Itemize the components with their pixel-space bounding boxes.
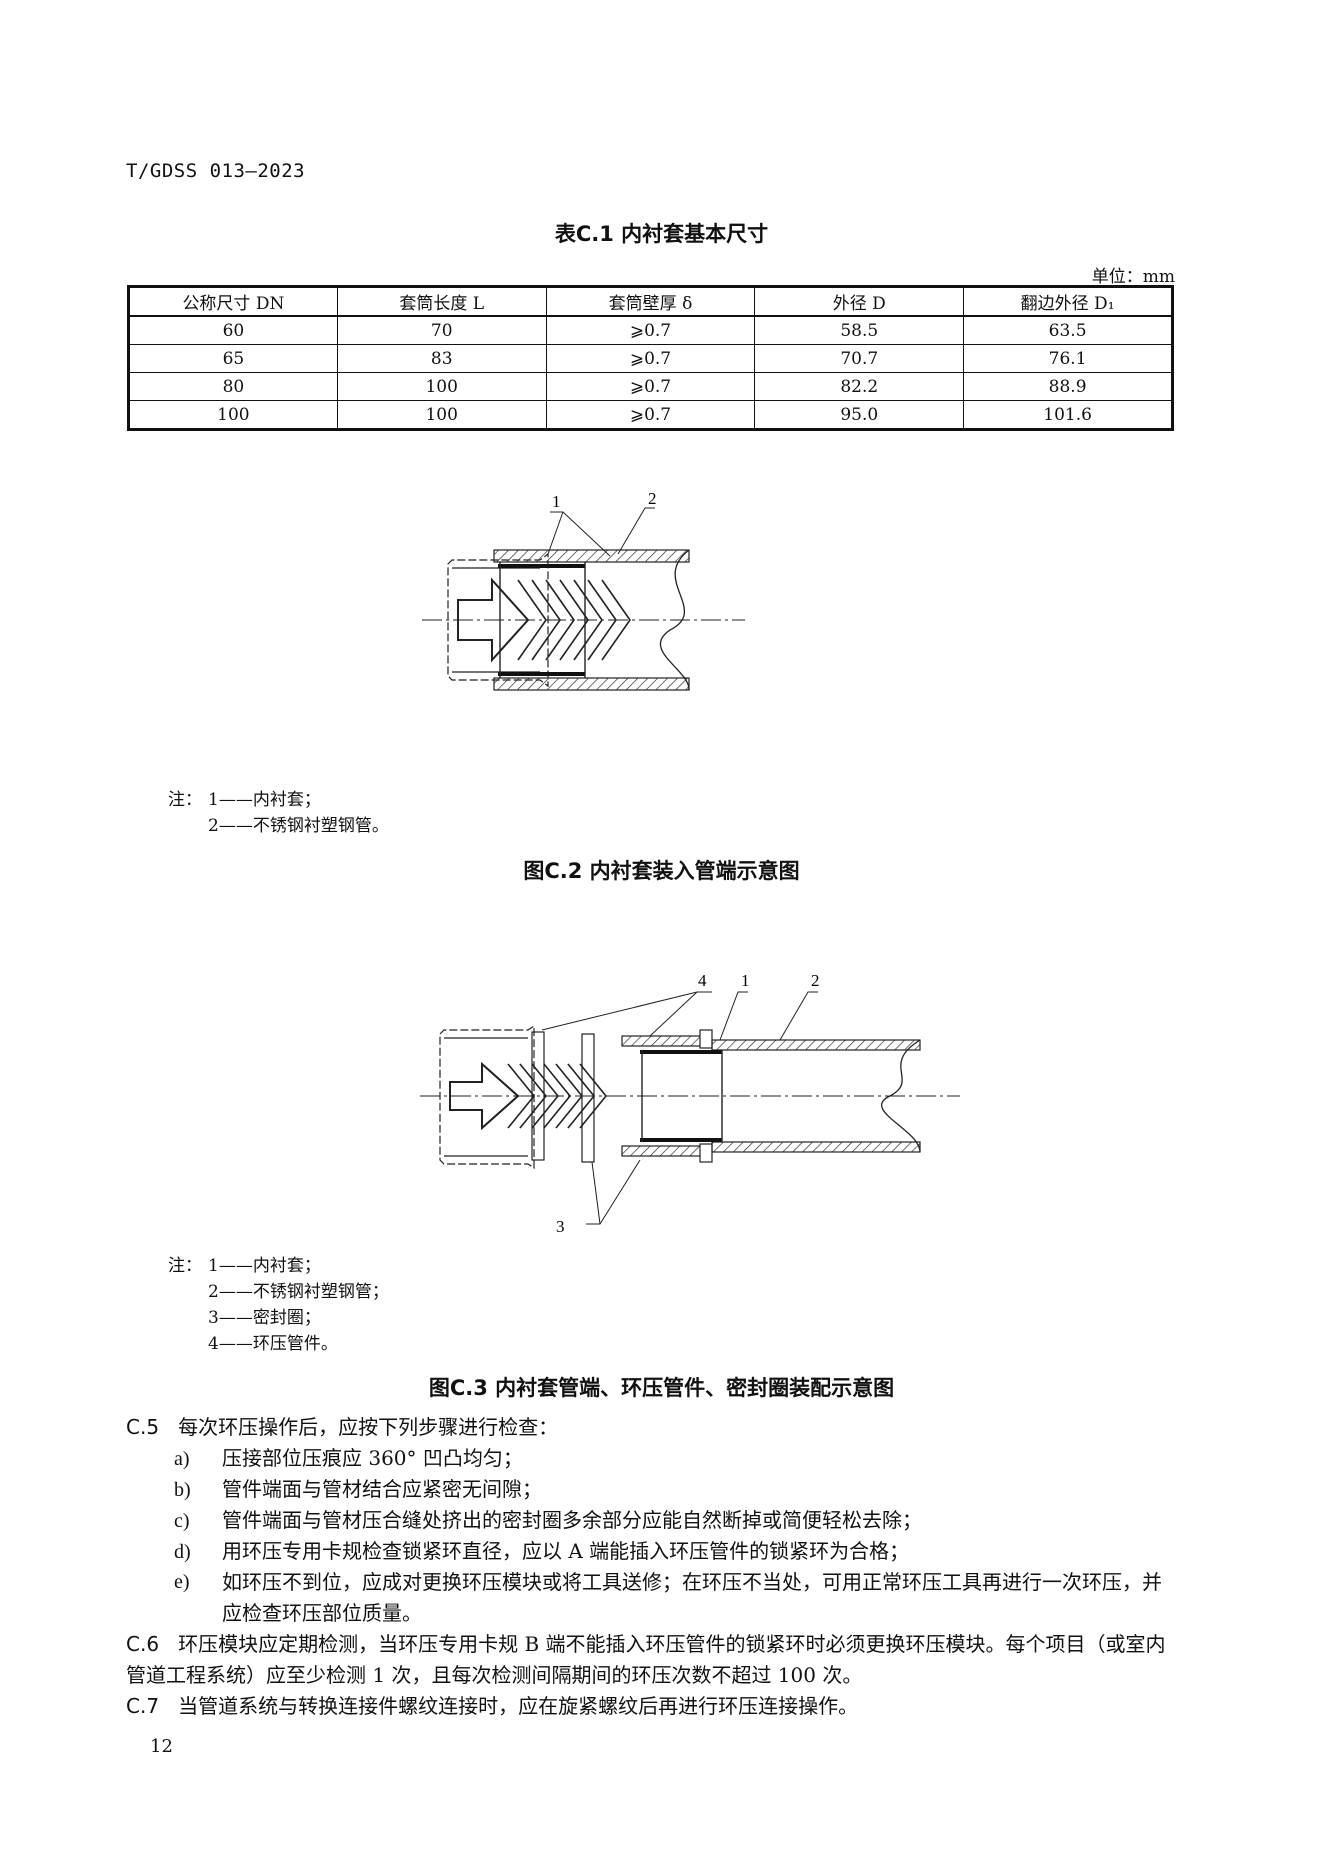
table-cell: 58.5	[754, 315, 965, 345]
section-text: 当管道系统与转换连接件螺纹连接时，应在旋紧螺纹后再进行环压连接操作。	[178, 1694, 859, 1718]
figure-label: 2	[811, 971, 820, 990]
column-header: 翻边外径 D₁	[963, 286, 1173, 317]
figure-c3-notes: 注： 1——内衬套； 2——不锈钢衬塑钢管； 3——密封圈； 4——环压管件。	[168, 1253, 389, 1357]
column-header: 外径 D	[754, 286, 965, 317]
list-item-text: 压接部位压痕应 360° 凹凸均匀；	[222, 1446, 523, 1470]
list-item-label: b)	[174, 1479, 191, 1501]
list-item-text: 管件端面与管材压合缝处挤出的密封圈多余部分应能自然断掉或简便轻松去除；	[222, 1508, 922, 1532]
table-cell: 100	[336, 400, 547, 430]
page-number: 12	[150, 1736, 173, 1757]
table-row: 80 100 ⩾0.7 82.2 88.9	[128, 372, 1173, 401]
dimension-table: 公称尺寸 DN 套筒长度 L 套筒壁厚 δ 外径 D 翻边外径 D₁ 60 70…	[127, 285, 1174, 431]
table-cell: 83	[336, 344, 547, 373]
document-id: T/GDSS 013—2023	[126, 160, 306, 182]
table-cell: 65	[128, 344, 338, 373]
table-cell: 60	[128, 315, 338, 345]
list-item-label: c)	[174, 1510, 190, 1532]
list-item-label: a)	[174, 1448, 190, 1470]
note-line: 3——密封圈；	[208, 1308, 321, 1328]
figure-label: 1	[552, 492, 561, 511]
section-text: 环压模块应定期检测，当环压专用卡规 B 端不能插入环压管件的锁紧环时必须更换环压…	[126, 1632, 1166, 1687]
table-row: 60 70 ⩾0.7 58.5 63.5	[128, 315, 1173, 345]
note-line: 4——环压管件。	[208, 1334, 338, 1354]
table-cell: 100	[128, 400, 338, 430]
table-cell: 76.1	[963, 344, 1173, 373]
table-cell: 80	[128, 372, 338, 401]
section-c6: C.6 环压模块应定期检测，当环压专用卡规 B 端不能插入环压管件的锁紧环时必须…	[126, 1629, 1176, 1691]
table-cell: 70.7	[754, 344, 965, 373]
figure-c3-diagram: 4 1 2 3	[420, 971, 960, 1236]
table-cell: ⩾0.7	[545, 315, 756, 345]
section-number: C.5	[126, 1415, 160, 1439]
table-cell: 88.9	[963, 372, 1173, 401]
figure-c2-caption: 图C.2 内衬套装入管端示意图	[523, 859, 800, 883]
list-item: b) 管件端面与管材结合应紧密无间隙；	[174, 1474, 1174, 1506]
figure-label: 1	[741, 971, 750, 990]
note-label: 注：	[168, 1256, 202, 1276]
list-item: a) 压接部位压痕应 360° 凹凸均匀；	[174, 1443, 1174, 1475]
list-item: d) 用环压专用卡规检查锁紧环直径，应以 A 端能插入环压管件的锁紧环为合格；	[174, 1536, 1174, 1568]
figure-c3-caption: 图C.3 内衬套管端、环压管件、密封圈装配示意图	[428, 1376, 895, 1400]
table-row: 100 100 ⩾0.7 95.0 101.6	[128, 400, 1173, 430]
figure-c2-notes: 注： 1——内衬套； 2——不锈钢衬塑钢管。	[168, 787, 389, 839]
table-cell: ⩾0.7	[545, 400, 756, 430]
column-header: 套筒长度 L	[336, 286, 547, 317]
column-header: 公称尺寸 DN	[128, 286, 338, 317]
list-item-text: 用环压专用卡规检查锁紧环直径，应以 A 端能插入环压管件的锁紧环为合格；	[222, 1539, 910, 1563]
section-c5: C.5 每次环压操作后，应按下列步骤进行检查：	[126, 1412, 1176, 1443]
list-item-text: 如环压不到位，应成对更换环压模块或将工具送修；在环压不当处，可用正常环压工具再进…	[222, 1570, 1162, 1625]
section-number: C.7	[126, 1694, 160, 1718]
note-label: 注：	[168, 790, 202, 810]
note-line: 2——不锈钢衬塑钢管。	[208, 816, 389, 836]
list-item: e) 如环压不到位，应成对更换环压模块或将工具送修；在环压不当处，可用正常环压工具…	[174, 1567, 1174, 1629]
list-item-label: e)	[174, 1571, 190, 1593]
table-cell: 101.6	[963, 400, 1173, 430]
note-line: 1——内衬套；	[208, 790, 321, 810]
table-unit: 单位：mm	[1091, 267, 1175, 287]
table-caption: 表C.1 内衬套基本尺寸	[554, 222, 769, 246]
lined-steel-pipe	[493, 549, 690, 691]
figure-label: 4	[698, 971, 707, 990]
table-cell: 70	[336, 315, 547, 345]
section-c7: C.7 当管道系统与转换连接件螺纹连接时，应在旋紧螺纹后再进行环压连接操作。	[126, 1691, 1176, 1722]
list-item-label: d)	[174, 1541, 191, 1563]
table-cell: 63.5	[963, 315, 1173, 345]
table-cell: ⩾0.7	[545, 372, 756, 401]
section-text: 每次环压操作后，应按下列步骤进行检查：	[178, 1415, 559, 1439]
list-item-text: 管件端面与管材结合应紧密无间隙；	[222, 1477, 542, 1501]
table-cell: 100	[336, 372, 547, 401]
press-fitting-assembly	[621, 1029, 921, 1163]
figure-label: 2	[648, 489, 657, 508]
figure-c2-diagram: 1 2	[422, 489, 745, 691]
table-cell: 82.2	[754, 372, 965, 401]
column-header: 套筒壁厚 δ	[545, 286, 756, 317]
section-number: C.6	[126, 1632, 160, 1656]
table-header-row: 公称尺寸 DN 套筒长度 L 套筒壁厚 δ 外径 D 翻边外径 D₁	[128, 286, 1173, 317]
inner-sleeve	[439, 1024, 535, 1170]
table-row: 65 83 ⩾0.7 70.7 76.1	[128, 344, 1173, 373]
list-item: c) 管件端面与管材压合缝处挤出的密封圈多余部分应能自然断掉或简便轻松去除；	[174, 1505, 1174, 1537]
note-line: 2——不锈钢衬塑钢管；	[208, 1282, 389, 1302]
note-line: 1——内衬套；	[208, 1256, 321, 1276]
table-cell: 95.0	[754, 400, 965, 430]
figure-label: 3	[556, 1217, 565, 1236]
sealing-ring	[531, 1031, 595, 1163]
table-cell: ⩾0.7	[545, 344, 756, 373]
